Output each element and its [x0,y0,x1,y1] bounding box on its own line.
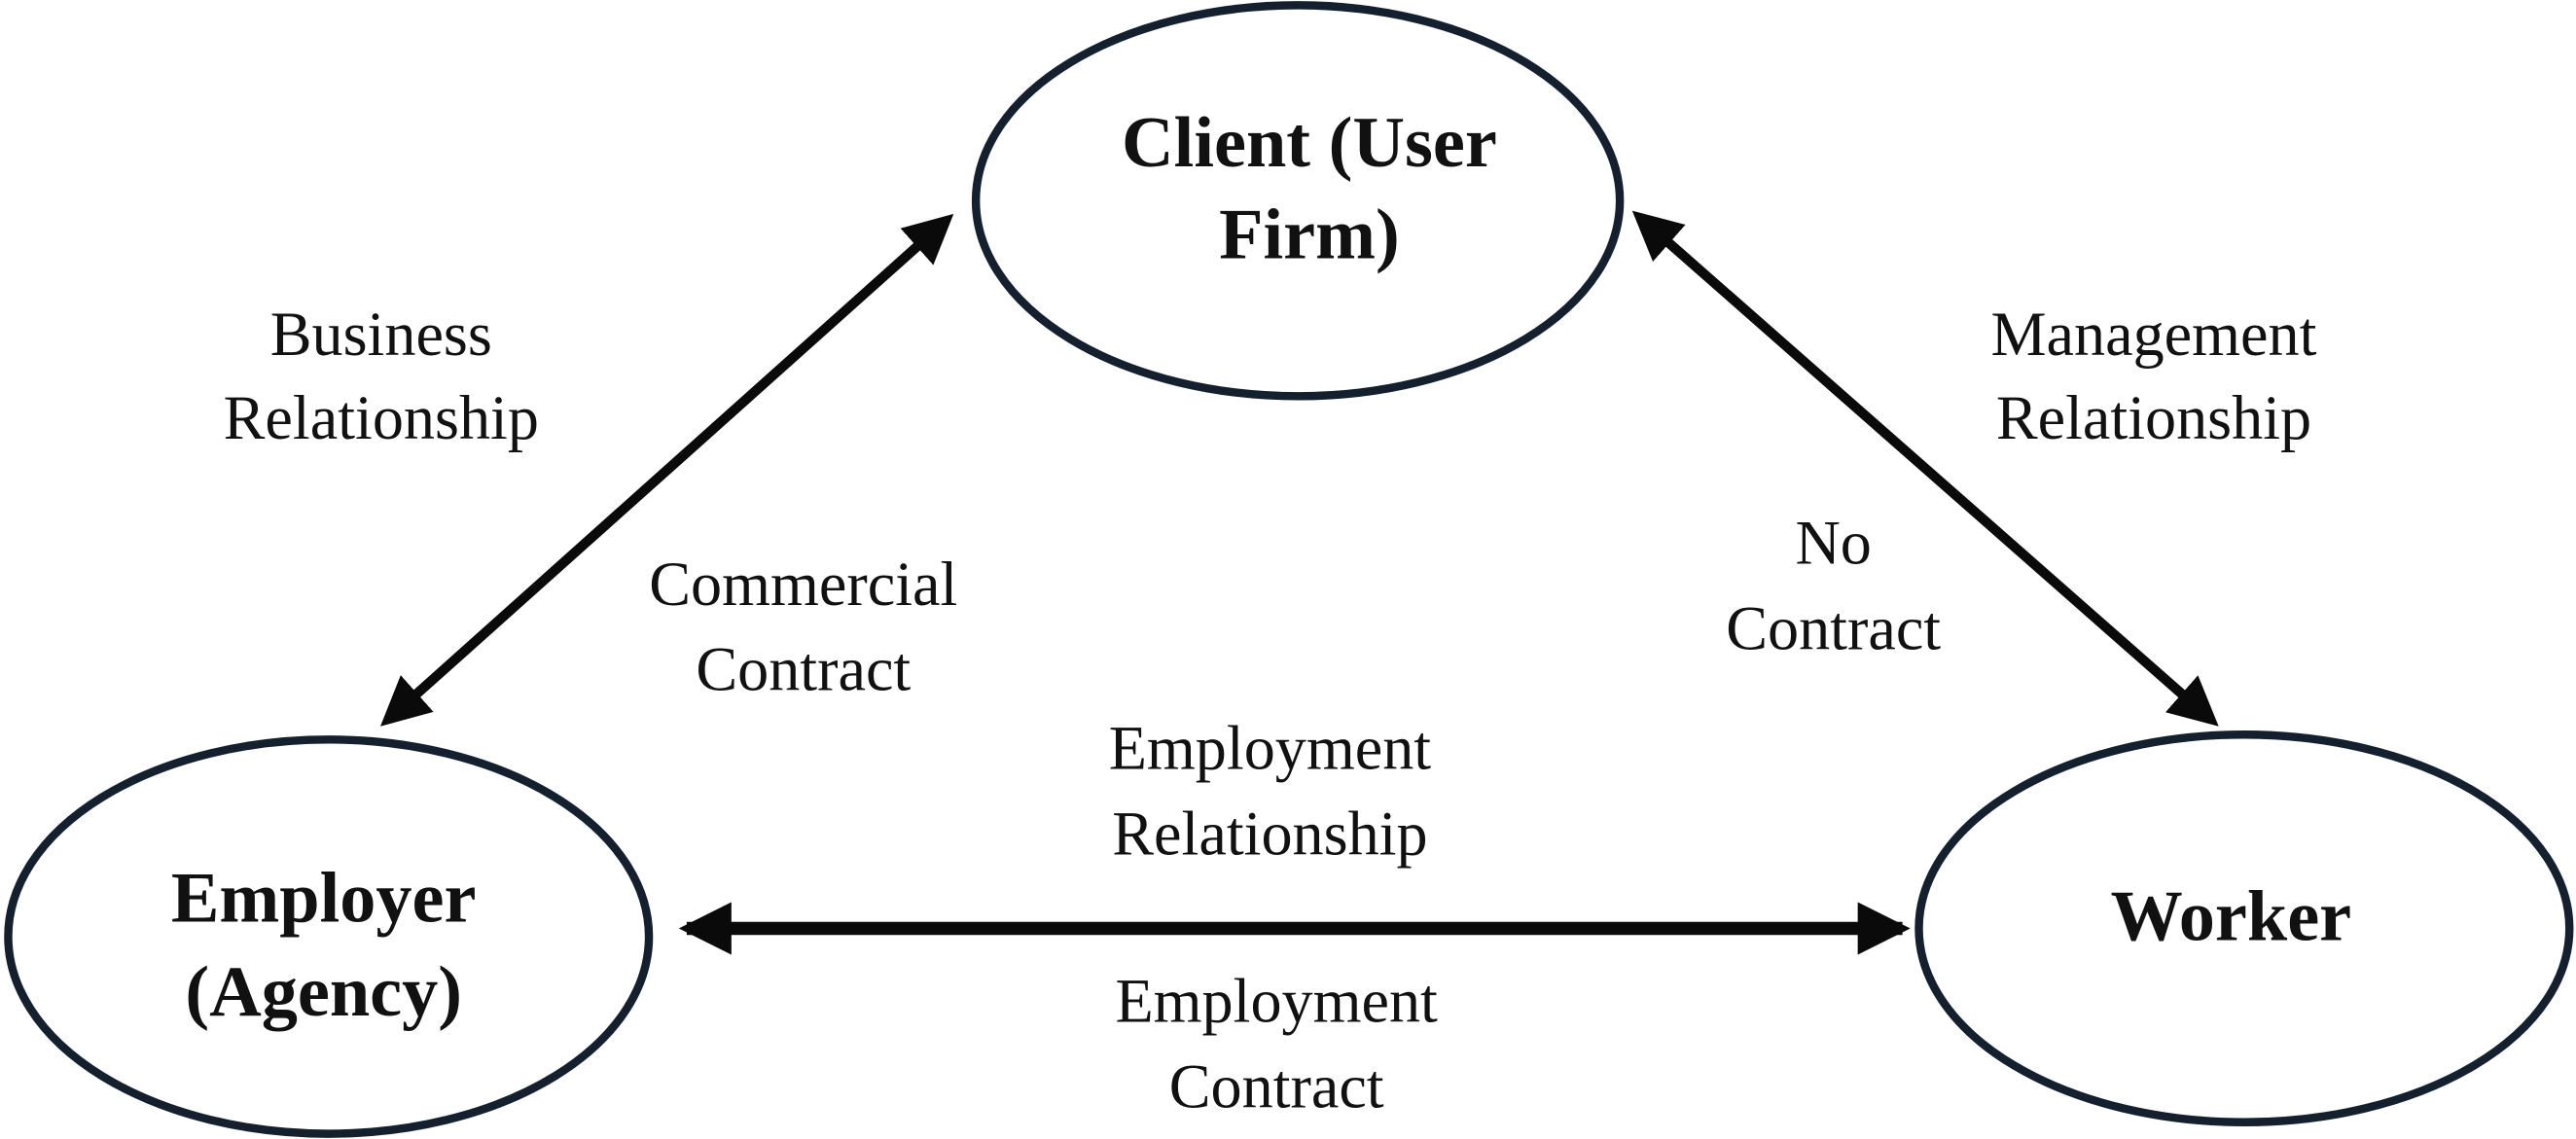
employer-label-line1: Employer [171,859,477,939]
arrow-employer-client [379,213,954,727]
node-worker: Worker [1914,730,2574,1126]
management-relationship-line1: Management [1991,300,2317,369]
employment-contract-line1: Employment [1115,967,1438,1036]
no-contract-line2: Contract [1726,593,1941,662]
employment-contract-line2: Contract [1169,1052,1384,1121]
client-label-line1: Client (User [1122,103,1497,183]
worker-label: Worker [2111,876,2352,956]
management-relationship-line2: Relationship [1996,383,2311,452]
employer-ellipse [4,735,654,1138]
business-relationship-line1: Business [270,300,492,369]
business-relationship-line2: Relationship [224,383,539,452]
employment-relationship-line2: Relationship [1112,800,1427,869]
employment-relationship-line1: Employment [1109,714,1432,783]
worker-ellipse [1914,730,2574,1126]
commercial-contract-line2: Contract [696,635,911,704]
client-ellipse [971,1,1625,401]
employer-label-line2: (Agency) [185,952,462,1032]
client-label-line2: Firm) [1219,195,1400,274]
no-contract-line1: No [1795,509,1871,578]
node-client: Client (User Firm) [971,1,1625,401]
arrow-client-worker [1631,210,2219,727]
node-employer: Employer (Agency) [4,735,654,1138]
commercial-contract-line1: Commercial [649,550,957,619]
